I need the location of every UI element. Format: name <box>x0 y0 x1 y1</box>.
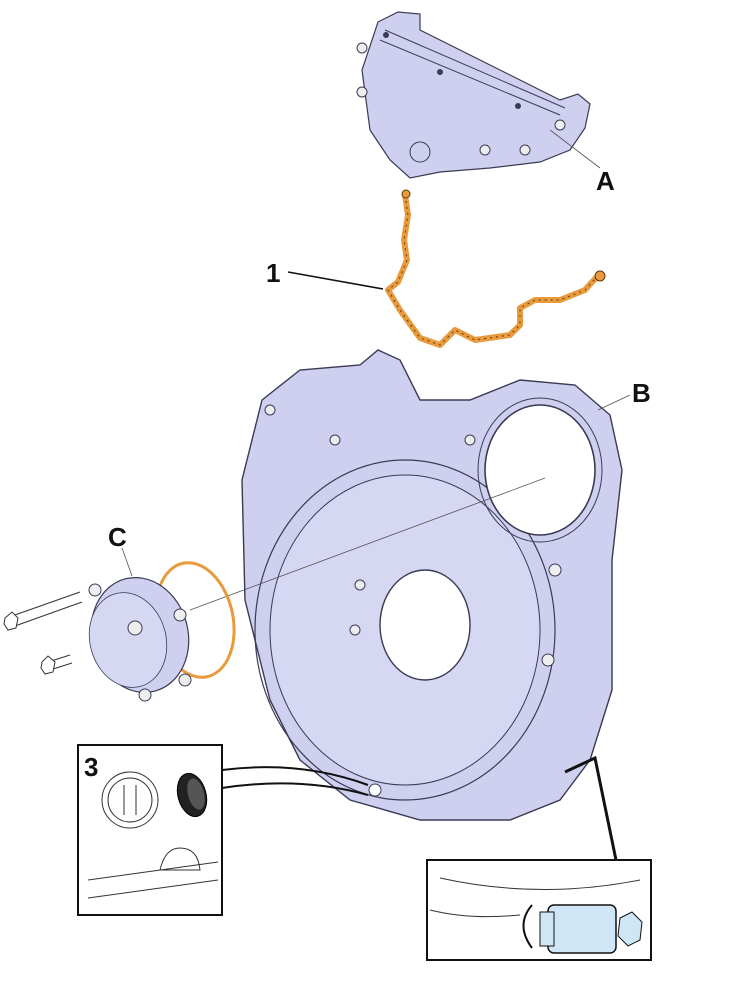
label-b: B <box>632 378 651 408</box>
label-3: 3 <box>84 752 98 782</box>
label-c: C <box>108 522 127 552</box>
inset-tool-detail <box>426 755 652 961</box>
part-b-housing <box>241 349 623 821</box>
inset-3-plug <box>77 744 369 916</box>
part-c-cover <box>3 561 236 702</box>
label-a: A <box>596 166 615 196</box>
part-a-bracket <box>356 11 601 179</box>
part-1-seal <box>385 189 606 348</box>
label-1: 1 <box>266 258 280 288</box>
